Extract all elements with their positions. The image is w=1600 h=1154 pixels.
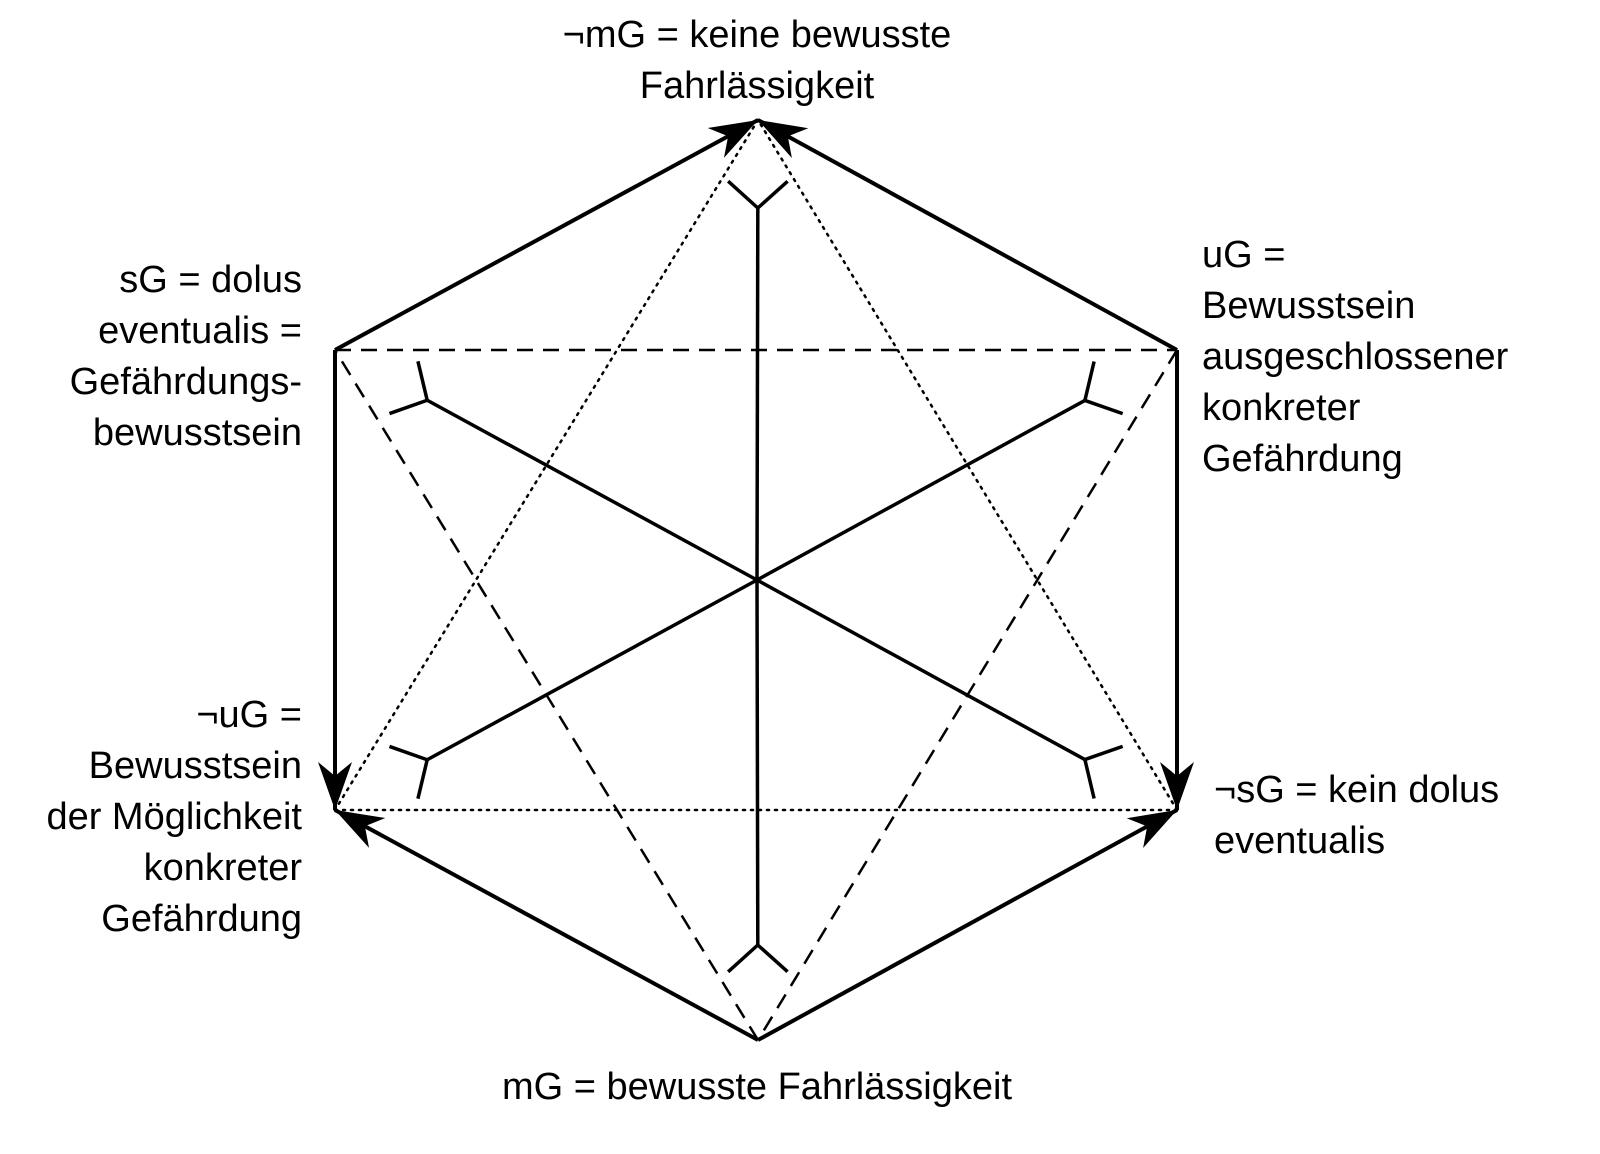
fork-arm (388, 744, 428, 762)
dotted-edge (756, 118, 1179, 812)
label-line: ¬uG = (196, 694, 302, 736)
arrow-bottom-to-lr (757, 808, 1178, 1042)
label-upper-right: uG = Bewusstsein ausgeschlossener konkre… (1202, 230, 1508, 485)
contradiction-line-ur (756, 398, 1086, 582)
fork-arm (1083, 759, 1096, 799)
contradiction-line-top (755, 207, 760, 581)
label-line: konkreter (1202, 387, 1361, 429)
label-line: Bewusstsein (1202, 285, 1416, 327)
label-lower-right: ¬sG = kein dolus eventualis (1214, 765, 1499, 867)
contradiction-line-bottom (755, 579, 760, 946)
label-line: uG = (1202, 234, 1286, 276)
label-line: eventualis (1214, 820, 1386, 862)
label-line: Bewusstsein (88, 745, 302, 787)
fork-arm (726, 179, 759, 210)
fork-arm (416, 759, 429, 800)
fork-arm (1084, 398, 1124, 416)
label-bottom: mG = bewusste Fahrlässigkeit (357, 1062, 1157, 1113)
arrowhead-icon (1126, 810, 1177, 848)
fork-arm (726, 943, 759, 974)
label-upper-left: sG = dolus eventualis = Gefährdungs- bew… (0, 255, 302, 459)
contradiction-line-ul (426, 398, 758, 582)
arrowhead-icon (758, 120, 809, 158)
label-line: ¬sG = kein dolus (1214, 769, 1500, 811)
arrowhead-icon (318, 762, 352, 810)
label-line: bewusstsein (92, 412, 302, 454)
arrowhead-icon (335, 810, 386, 848)
fork-arm (416, 360, 429, 401)
dotted-edge (333, 118, 760, 812)
arrowhead-icon (707, 120, 758, 158)
label-top: ¬mG = keine bewusste Fahrlässigkeit (457, 10, 1057, 112)
label-line: konkreter (143, 847, 302, 889)
label-line: mG = bewusste Fahrlässigkeit (501, 1066, 1013, 1108)
fork-arm (1084, 744, 1124, 762)
arrow-ul-to-top (334, 118, 759, 352)
fork-arm (388, 398, 428, 416)
label-line: der Möglichkeit (46, 796, 302, 838)
arrowhead-icon (1160, 762, 1194, 810)
label-line: Gefährdungs- (69, 361, 302, 403)
label-line: Gefährdung (101, 898, 302, 940)
label-line: Fahrlässigkeit (639, 65, 875, 107)
arrow-ur-to-top (757, 118, 1178, 352)
fork-arm (756, 179, 789, 210)
label-line: eventualis = (98, 310, 302, 352)
label-line: ¬mG = keine bewusste (562, 14, 952, 56)
contradiction-line-ll (426, 578, 758, 762)
label-line: ausgeschlossener (1202, 336, 1509, 378)
fork-arm (1083, 361, 1096, 401)
arrow-bottom-to-ll (334, 808, 759, 1042)
label-lower-left: ¬uG = Bewusstsein der Möglichkeit konkre… (0, 690, 302, 945)
label-line: sG = dolus (119, 259, 302, 301)
fork-arm (756, 943, 789, 974)
label-line: Gefährdung (1202, 438, 1403, 480)
contradiction-line-lr (756, 578, 1086, 762)
